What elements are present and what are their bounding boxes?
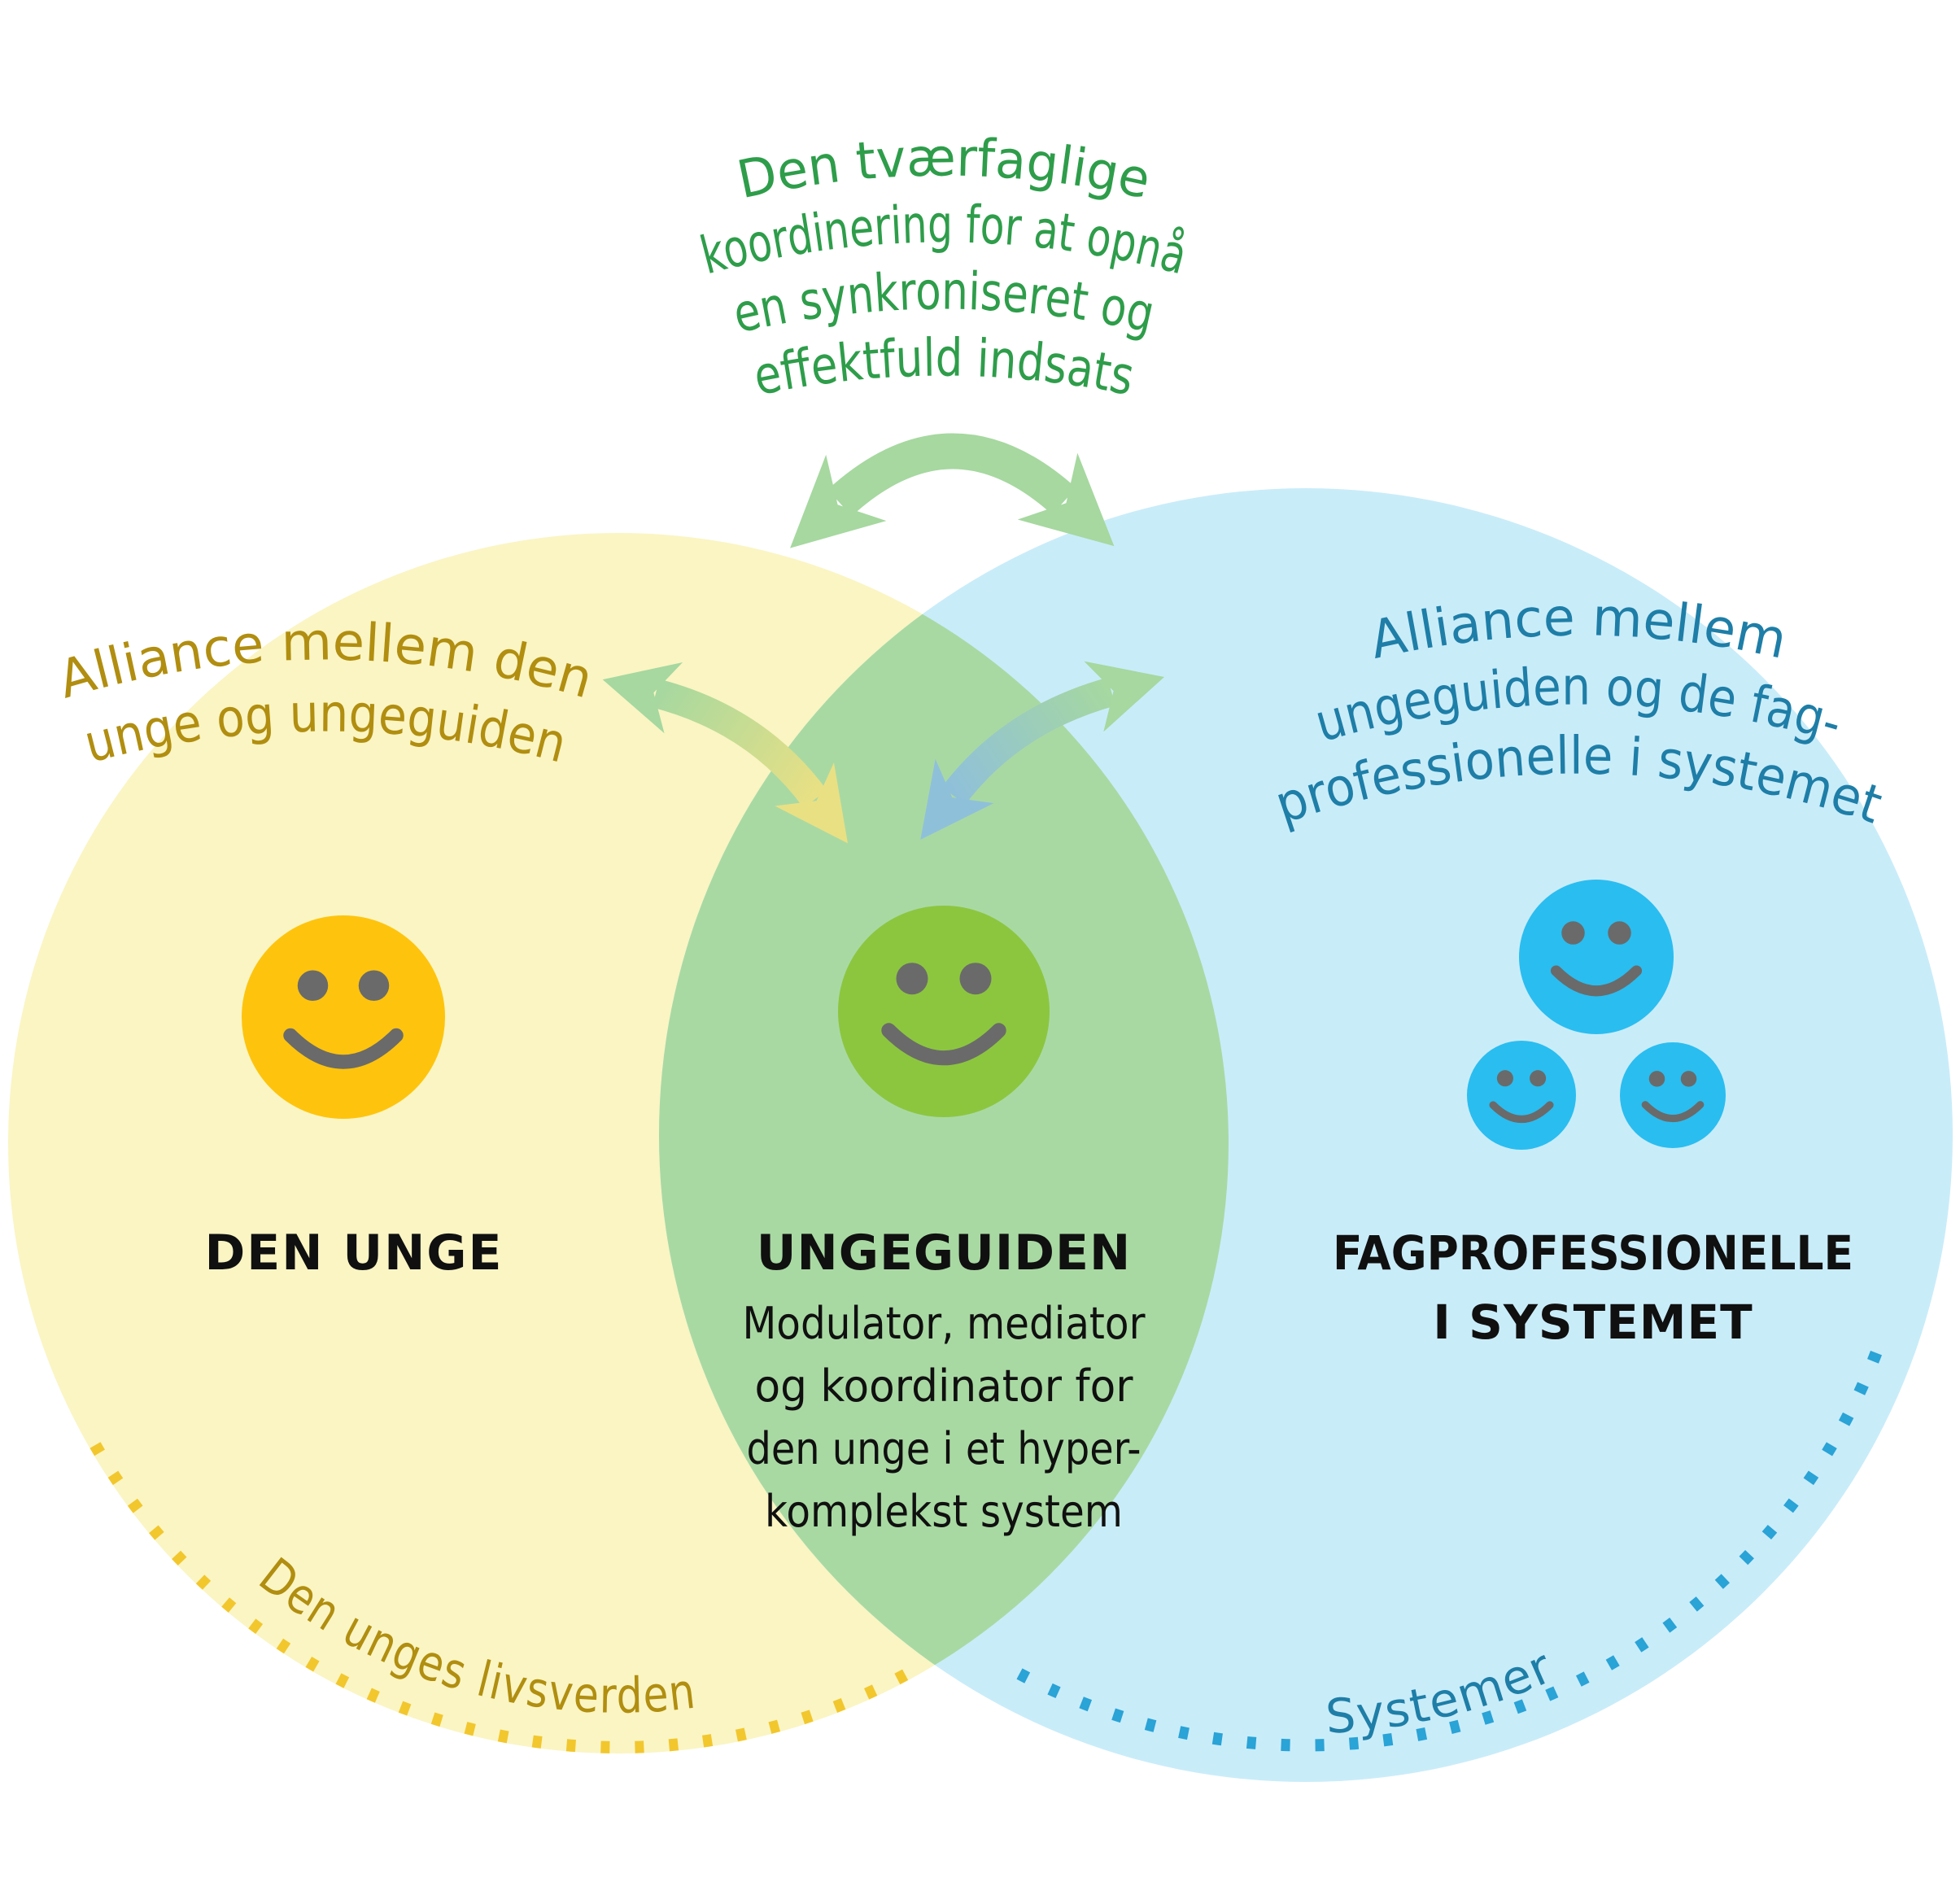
- den-unge-label: DEN UNGE: [204, 1225, 503, 1282]
- smiley-fagprofessionel-large: [1519, 880, 1674, 1034]
- smiley-eye-left: [896, 963, 928, 995]
- smiley-face: [1620, 1042, 1726, 1148]
- smiley-eye-left: [1648, 1071, 1665, 1087]
- ungeguiden-desc-line4: komplekst system: [765, 1486, 1123, 1537]
- smiley-eye-left: [1561, 921, 1585, 945]
- coordination-note-line4-text: effektfuld indsats: [749, 329, 1138, 408]
- smiley-eye-right: [1530, 1070, 1547, 1087]
- smiley-fagprofessionel-small-right: [1620, 1042, 1726, 1148]
- coordination-note-line4: effektfuld indsats: [749, 329, 1138, 408]
- smiley-eye-right: [959, 963, 992, 995]
- coordination-arrow: [790, 433, 1115, 548]
- ungeguiden-label: UNGEGUIDEN: [757, 1225, 1131, 1282]
- smiley-den-unge: [242, 915, 445, 1119]
- smiley-mouth: [881, 1023, 1006, 1066]
- smiley-ungeguiden: [838, 906, 1050, 1117]
- fagprofessionelle-label-line2: I SYSTEMET: [1433, 1295, 1753, 1350]
- ungeguiden-desc-line2: og koordinator for: [755, 1360, 1134, 1412]
- smiley-mouth: [1641, 1101, 1705, 1123]
- smiley-eye-right: [1608, 921, 1631, 945]
- alliance-right-arrow: [920, 661, 1165, 840]
- alliance-left-arrow: [602, 662, 848, 844]
- smiley-eye-right: [1680, 1071, 1697, 1087]
- smiley-face: [838, 906, 1050, 1117]
- smiley-face: [1467, 1041, 1576, 1150]
- smiley-mouth: [1489, 1101, 1554, 1124]
- smiley-face: [242, 915, 445, 1119]
- ungeguiden-desc-line3: den unge i et hyper-: [747, 1423, 1142, 1474]
- ungeguiden-desc-line1: Modulator, mediator: [743, 1298, 1146, 1349]
- smiley-fagprofessionel-small-left: [1467, 1041, 1576, 1150]
- smiley-face: [1519, 880, 1674, 1034]
- fagprofessionelle-label-line1: FAGPROFESSIONELLE: [1333, 1225, 1853, 1281]
- smiley-mouth: [283, 1028, 404, 1069]
- smiley-eye-right: [358, 970, 390, 1001]
- smiley-eye-left: [297, 970, 329, 1001]
- smiley-eye-left: [1496, 1070, 1513, 1087]
- smiley-mouth: [1550, 965, 1643, 997]
